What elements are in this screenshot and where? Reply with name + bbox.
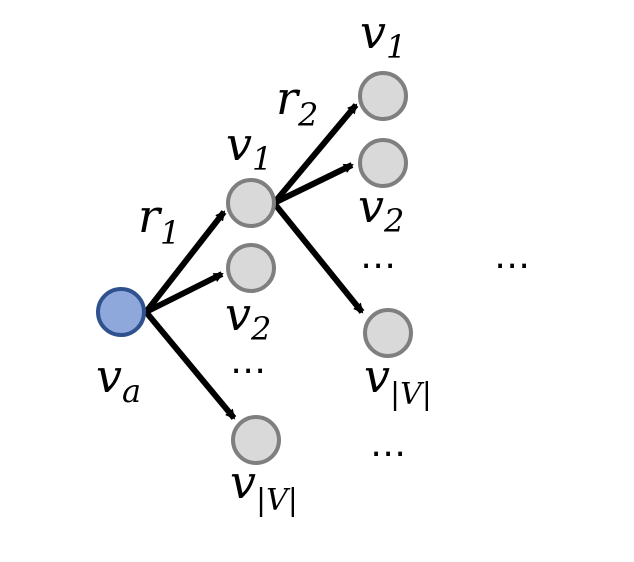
root-label: va [96,349,141,410]
l1-edges [271,103,365,314]
l1-node-v1 [226,178,276,228]
l2-node-v2 [358,138,408,188]
root-node [96,287,146,337]
l2-v1-label: v1 [360,5,406,66]
edge-root-to-l1-v1 [143,210,227,314]
relation-r1-label: r1 [138,189,180,252]
l2-inner-ellipsis: ⋯ [360,245,396,286]
l2-vV-label: v|V| [364,349,432,412]
l2-right-ellipsis: ⋯ [494,245,530,286]
l1-v2-label: v2 [225,287,271,348]
l1-node-v2 [226,243,276,293]
l2-bottom-ellipsis: ⋯ [370,433,406,474]
l1-v1-label: v1 [226,117,272,178]
edge-l1-v1-to-l2-v2 [272,162,354,206]
relation-r2-label: r2 [276,71,318,134]
l1-ellipsis: ⋯ [230,350,266,391]
edge-root-to-l1-vV [143,310,237,420]
root-edges [143,210,237,420]
l2-node-v1 [358,71,408,121]
edge-l1-v1-to-l2-vV [271,201,365,314]
l2-v2-label: v2 [358,179,404,240]
l2-node-vV [363,308,413,358]
edge-l1-v1-to-l2-v1 [271,103,359,205]
l1-node-vV [231,415,281,465]
l1-vV-label: v|V| [230,455,298,518]
edge-root-to-l1-v2 [144,271,224,315]
